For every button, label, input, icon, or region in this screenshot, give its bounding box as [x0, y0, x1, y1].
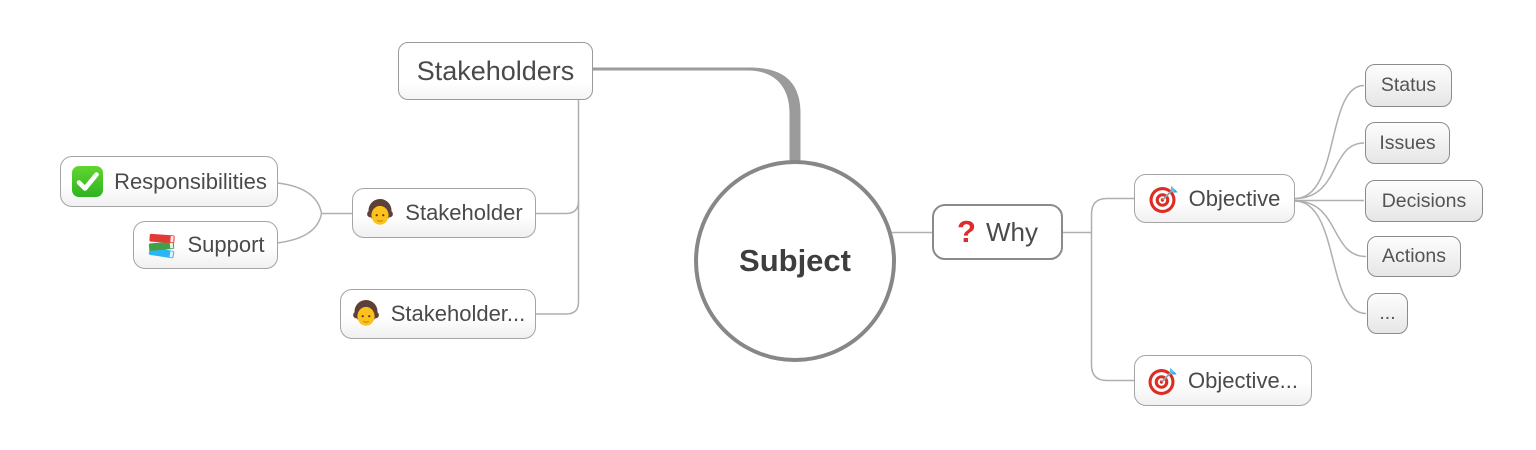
connector-objective-actions [1294, 200, 1367, 258]
node-stakeholders[interactable]: Stakeholders [398, 42, 593, 100]
connector-objective-status [1294, 84, 1365, 200]
objective-label: Objective [1188, 185, 1281, 211]
node-ellipsis[interactable]: ... [1367, 293, 1408, 334]
person-icon [365, 198, 395, 228]
node-issues[interactable]: Issues [1365, 122, 1450, 164]
why-label: Why [985, 216, 1038, 247]
subject-label: Subject [739, 243, 851, 278]
ellipsis-label: ... [1379, 302, 1396, 324]
node-status[interactable]: Status [1365, 64, 1452, 107]
node-decisions[interactable]: Decisions [1365, 180, 1483, 222]
support-label: Support [187, 232, 265, 257]
node-support[interactable]: Support [133, 221, 278, 269]
connector-why-objective-more [1090, 232, 1134, 382]
connector-objective-issues [1294, 142, 1365, 200]
node-actions[interactable]: Actions [1367, 236, 1461, 277]
question-mark-icon: ? [957, 213, 976, 249]
responsibilities-label: Responsibilities [114, 168, 267, 194]
node-why[interactable]: ? Why [932, 204, 1063, 260]
person-icon [351, 299, 381, 329]
books-icon [146, 230, 177, 260]
connector-why-objective [1090, 197, 1134, 233]
check-icon [71, 165, 104, 198]
connector-responsibilities [277, 182, 323, 214]
node-objective[interactable]: Objective [1134, 174, 1295, 223]
node-stakeholder-more[interactable]: Stakeholder... [340, 289, 536, 339]
decisions-label: Decisions [1381, 189, 1467, 212]
objective-more-label: Objective... [1187, 367, 1299, 393]
node-objective-more[interactable]: Objective... [1134, 355, 1312, 406]
stakeholders-label: Stakeholders [416, 55, 575, 86]
stakeholder-more-label: Stakeholder... [390, 301, 526, 326]
connector-objective-more-dots [1294, 200, 1367, 315]
connector-stakeholder-join [536, 200, 580, 215]
target-icon [1148, 366, 1178, 396]
target-icon [1149, 184, 1179, 214]
node-subject[interactable]: Subject [694, 160, 896, 362]
node-responsibilities[interactable]: Responsibilities [60, 156, 278, 207]
connector-support [276, 213, 323, 244]
issues-label: Issues [1379, 131, 1436, 154]
actions-label: Actions [1382, 245, 1446, 267]
connector-stakeholders-children [536, 100, 580, 315]
connector-stakeholders-subject [593, 67, 801, 161]
stakeholder-label: Stakeholder [405, 200, 523, 225]
node-stakeholder[interactable]: Stakeholder [352, 188, 536, 238]
status-label: Status [1380, 74, 1437, 96]
